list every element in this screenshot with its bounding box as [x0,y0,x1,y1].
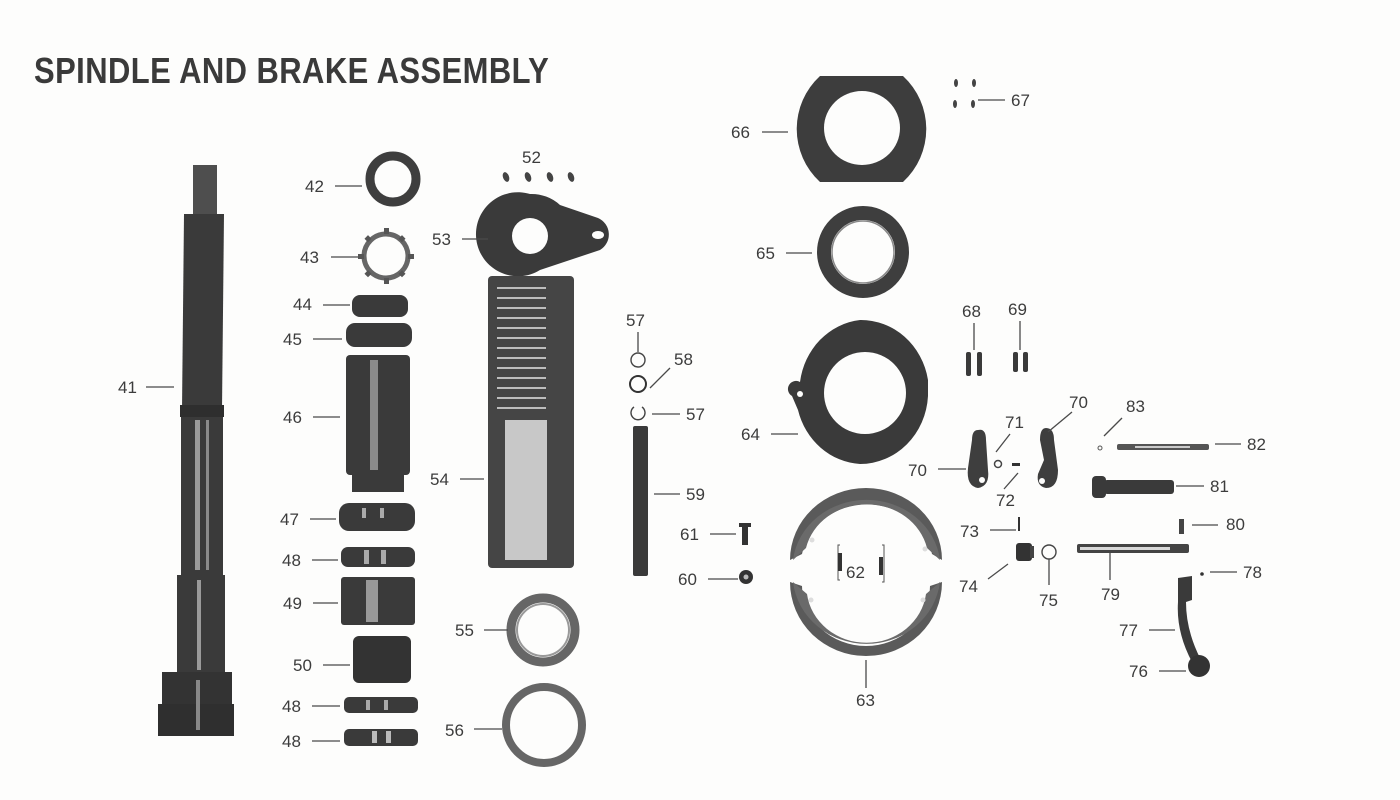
label-54: 54 [430,470,449,489]
label-83: 83 [1126,397,1145,416]
label-45: 45 [283,330,302,349]
part-76-knob [1188,655,1210,677]
part-55-seal [506,593,580,667]
label-61: 61 [680,525,699,544]
part-74-bushing-small [1016,543,1034,561]
part-72-pin-small [1012,463,1020,466]
label-41: 41 [118,378,137,397]
part-49-bushing [341,577,415,625]
label-42: 42 [305,177,324,196]
part-67-rivets [953,79,976,108]
label-57: 57 [686,405,705,424]
part-53-flange-plate [475,192,609,277]
part-61-bolt-small [739,523,751,545]
label-70: 70 [1069,393,1088,412]
part-64-backing-plate [787,319,928,465]
label-82: 82 [1247,435,1266,454]
part-48-washer [344,697,418,713]
label-69: 69 [1008,300,1027,319]
part-59-pin [633,426,648,576]
label-79: 79 [1101,585,1120,604]
part-77-lever-arm [1177,576,1200,662]
part-79-shaft-rod [1077,544,1189,553]
label-57: 57 [626,311,645,330]
label-46: 46 [283,408,302,427]
label-74: 74 [959,577,978,596]
part-45-bearing-cup [346,323,412,347]
page-title: SPINDLE AND BRAKE ASSEMBLY [34,50,550,91]
label-80: 80 [1226,515,1245,534]
part-43-lock-washer [358,228,414,284]
label-58: 58 [674,350,693,369]
label-48: 48 [282,551,301,570]
part-48-washer [344,729,418,746]
part-44-bearing-cone [352,295,408,317]
label-48: 48 [282,697,301,716]
label-76: 76 [1129,662,1148,681]
part-57-snap-ring [630,352,646,368]
part-42-nut [365,151,421,207]
label-71: 71 [1005,413,1024,432]
label-81: 81 [1210,477,1229,496]
label-56: 56 [445,721,464,740]
part-65-grease-seal [817,206,909,298]
part-78-set-screw [1200,572,1204,576]
label-78: 78 [1243,563,1262,582]
label-64: 64 [741,425,760,444]
label-67: 67 [1011,91,1030,110]
label-44: 44 [293,295,312,314]
part-73-cotter-pin [1018,517,1020,531]
label-49: 49 [283,594,302,613]
part-52-screws [502,172,575,182]
label-53: 53 [432,230,451,249]
label-70: 70 [908,461,927,480]
label-77: 77 [1119,621,1138,640]
part-75-ring-small [1041,544,1057,560]
label-43: 43 [300,248,319,267]
label-55: 55 [455,621,474,640]
part-54-threaded-housing [488,276,574,568]
part-50-bushing-block [353,636,411,683]
label-72: 72 [996,491,1015,510]
part-57-snap-ring [630,406,646,421]
part-48-washer [341,547,415,567]
part-66-dust-shield [796,76,927,182]
label-62: 62 [846,563,865,582]
part-69-bolts [1013,352,1028,372]
part-81-bolt-large [1092,476,1174,498]
part-58-o-ring [629,375,647,393]
part-80-key [1179,519,1184,534]
label-75: 75 [1039,591,1058,610]
label-65: 65 [756,244,775,263]
label-47: 47 [280,510,299,529]
part-83-retainer-clip [1097,445,1103,451]
label-48: 48 [282,732,301,751]
part-82-rod-long [1117,444,1209,450]
part-56-ring [502,683,586,767]
label-66: 66 [731,123,750,142]
part-70-cam-lever-right [1037,428,1058,488]
label-63: 63 [856,691,875,710]
part-47-bearing-cup [339,503,415,531]
label-52: 52 [522,148,541,167]
part-41-spindle-shaft [158,165,234,736]
label-59: 59 [686,485,705,504]
part-62-springs [837,544,885,583]
part-46-spacer-sleeve [346,355,410,492]
part-71-washer-small [993,459,1003,469]
part-63-brake-shoes [790,488,942,656]
label-60: 60 [678,570,697,589]
label-73: 73 [960,522,979,541]
label-68: 68 [962,302,981,321]
part-70-cam-lever-left [967,429,989,488]
part-68-bolts [966,352,982,376]
label-50: 50 [293,656,312,675]
